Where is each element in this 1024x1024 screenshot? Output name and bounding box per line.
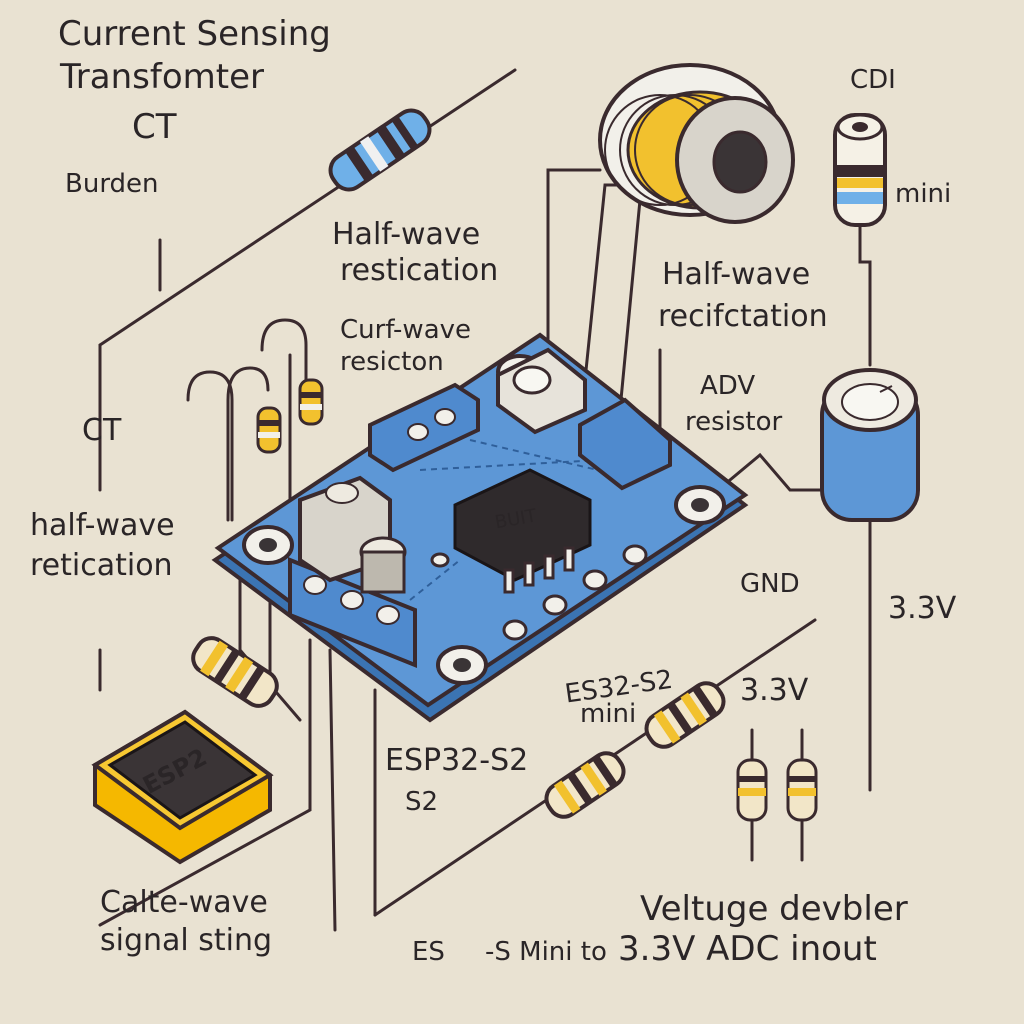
wire-cdi-down (858, 223, 872, 367)
v33-right-label: 3.3V (888, 591, 957, 626)
half-wave-right-b: recifctation (658, 299, 828, 334)
vertical-resistor (786, 758, 818, 822)
wire-hook-3 (260, 318, 308, 382)
footer-suffix: -S Mini to (485, 937, 607, 967)
calte-wave-b: signal sting (100, 923, 272, 958)
veltuge-label: Veltuge devbler (640, 889, 908, 929)
title-line-2: Transfomter (59, 57, 264, 97)
burden-label: Burden (65, 169, 159, 199)
top-socket (496, 347, 587, 435)
wire-hook-2 (186, 370, 234, 522)
curf-wave-label-b: resicton (340, 347, 444, 377)
cdi-label: CDI (850, 65, 896, 95)
footer-prefix: ES (412, 937, 445, 967)
half-wave-right-a: Half-wave (662, 257, 810, 292)
wire-pin-4 (328, 648, 337, 932)
terminal-block-bottom (288, 557, 417, 668)
wire-adv-to-cap (698, 452, 832, 507)
gnd-label: GND (740, 569, 800, 599)
burden-resistor (328, 108, 432, 192)
labels: Current Sensing Transfomter CT Burden Ha… (30, 14, 957, 969)
wire-coil-lead-1 (546, 168, 602, 352)
calte-wave-a: Calte-wave (100, 885, 268, 920)
half-wave-label-1b: restication (340, 253, 498, 288)
half-wave-left-b: retication (30, 548, 173, 583)
small-resistor (298, 378, 324, 426)
wire-coil-lead-3 (618, 198, 662, 412)
bottom-left-resistor (191, 636, 279, 708)
divider-resistor-diagonal (644, 681, 726, 749)
grey-connector (298, 475, 407, 594)
curf-wave-label-a: Curf-wave (340, 315, 471, 345)
mini-right-label: mini (895, 179, 951, 209)
electrolytic-capacitor (820, 368, 920, 522)
adv-label: ADV (700, 371, 755, 401)
ct-coil (598, 63, 795, 224)
wire-pin-1 (238, 573, 302, 722)
esp32-label-a: ESP32-S2 (385, 743, 528, 778)
terminal-block-left (368, 382, 480, 473)
cdi-capacitor (833, 113, 887, 227)
title-line-1: Current Sensing (58, 14, 331, 54)
half-wave-label-1a: Half-wave (332, 217, 480, 252)
ct-left-label: CT (82, 413, 122, 448)
esp32-label-b: S2 (405, 787, 438, 817)
es32-label-b: mini (580, 699, 636, 729)
half-wave-left-a: half-wave (30, 508, 175, 543)
top-right-socket (578, 397, 672, 491)
footer-adc: 3.3V ADC inout (618, 929, 877, 969)
main-ic-chip: BUIT (453, 468, 592, 594)
small-resistor (256, 406, 282, 454)
adv-resistor-label: resistor (685, 407, 783, 437)
title-line-3: CT (132, 107, 177, 147)
esp-module: ESP2 (91, 709, 274, 865)
divider-resistor-diagonal (544, 751, 626, 819)
wire-hook-1 (226, 366, 270, 522)
wire-pin-3 (98, 638, 312, 927)
wire-burden-diagonal (98, 68, 517, 347)
vertical-resistor (736, 758, 768, 822)
v33-divider-label: 3.3V (740, 673, 809, 708)
